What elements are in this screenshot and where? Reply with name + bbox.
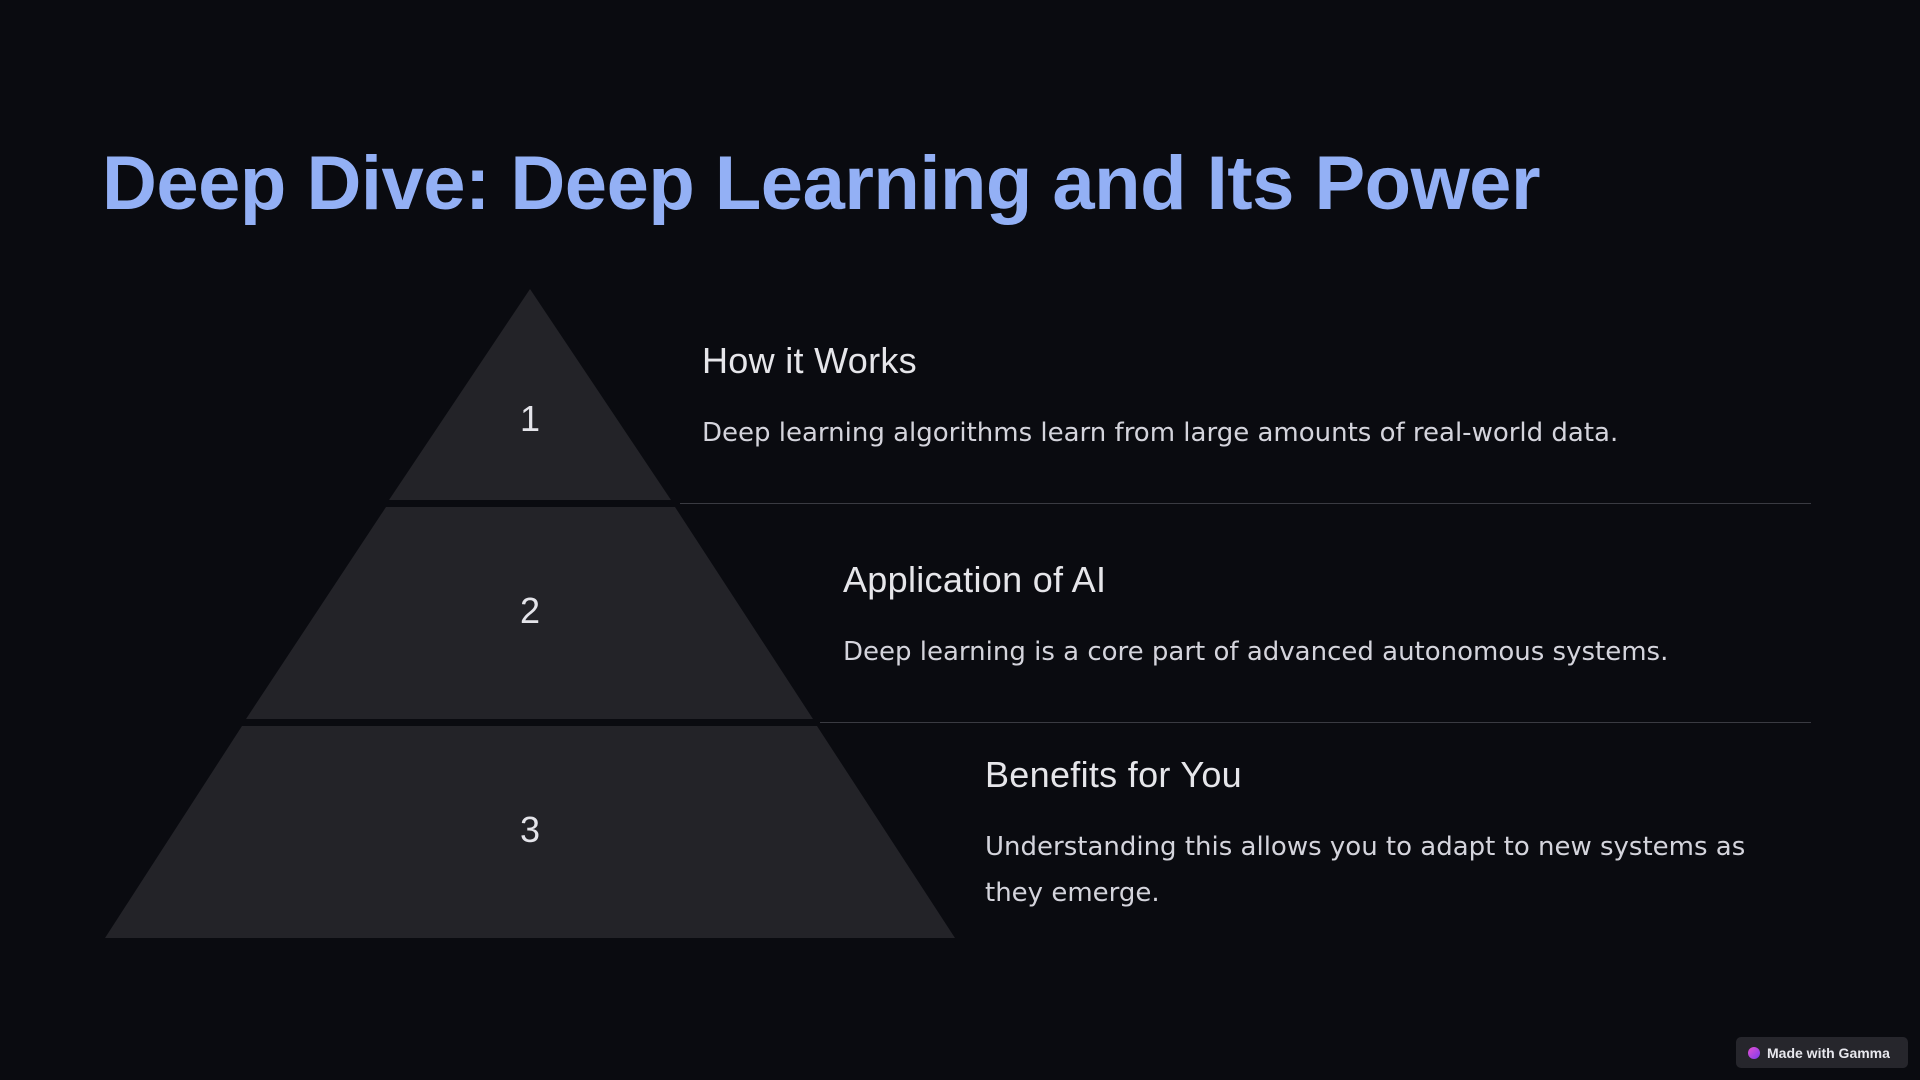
level-heading: How it Works: [702, 340, 917, 381]
pyramid-tier-3: [105, 726, 955, 938]
made-with-gamma-badge[interactable]: Made with Gamma: [1736, 1037, 1908, 1068]
badge-label: Made with Gamma: [1767, 1044, 1890, 1061]
level-item-3: Benefits for You Understanding this allo…: [985, 754, 1785, 916]
level-item-1: How it Works Deep learning algorithms le…: [702, 340, 1812, 456]
pyramid-tier-2: [246, 507, 813, 719]
divider: [820, 722, 1811, 723]
pyramid-tier-1: [389, 289, 671, 500]
gamma-logo-icon: [1748, 1046, 1760, 1059]
tier-number-1: 1: [519, 398, 541, 439]
tier-number-3: 3: [519, 809, 541, 850]
page-title: Deep Dive: Deep Learning and Its Power: [102, 141, 1541, 226]
level-text: Understanding this allows you to adapt t…: [985, 832, 1746, 908]
level-text: Deep learning algorithms learn from larg…: [702, 418, 1619, 448]
tier-number-2: 2: [519, 590, 541, 631]
level-item-2: Application of AI Deep learning is a cor…: [843, 559, 1813, 675]
level-heading: Application of AI: [843, 559, 1107, 600]
level-text: Deep learning is a core part of advanced…: [843, 637, 1669, 667]
level-heading: Benefits for You: [985, 754, 1242, 795]
divider: [680, 503, 1811, 504]
